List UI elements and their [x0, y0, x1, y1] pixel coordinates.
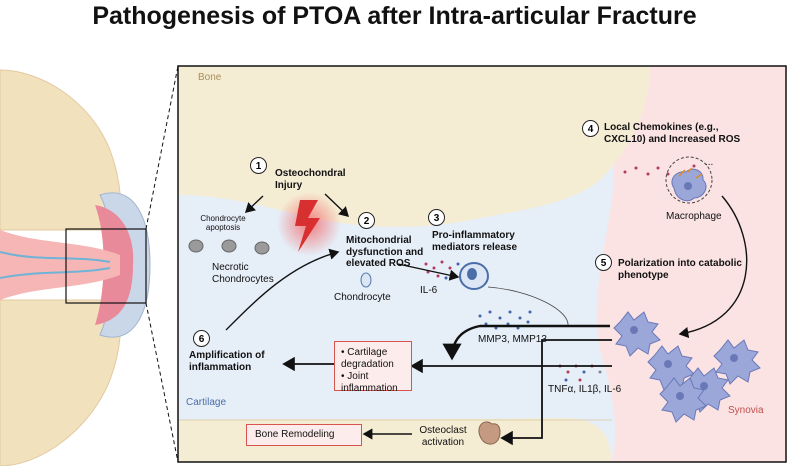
joint-inflammation-item: • Joint inflammation: [341, 371, 398, 394]
knee-joint-illustration: [0, 65, 179, 466]
mmp-particles: [478, 310, 532, 330]
step-5-text: Polarization into catabolic phenotype: [618, 258, 742, 281]
chondrocyte-label: Chondrocyte: [334, 292, 391, 303]
step-3-text: Pro-inflammatory mediators release: [432, 230, 518, 253]
synovia-region-label: Synovia: [728, 405, 764, 416]
step-2-text: Mitochondrial dysfunction and elevated R…: [346, 235, 424, 269]
cartilage-outcomes-box: • Cartilage degradation • Joint inflamma…: [334, 341, 412, 394]
step-6-text: Amplification of inflammation: [189, 350, 265, 373]
necrotic-chondrocyte-icons: [188, 239, 270, 255]
synovial-macrophages: [613, 311, 761, 423]
lightning-icon: [295, 200, 320, 252]
step-4-number: 4: [582, 120, 599, 137]
macrophage-icon: [665, 156, 713, 204]
necrotic-chondrocytes-label: Necrotic Chondrocytes: [212, 262, 274, 285]
macrophage-label: Macrophage: [666, 211, 722, 222]
il6-particles: [424, 260, 460, 280]
ellipsis-label: ...: [705, 157, 714, 168]
chondrocyte-icon: [360, 272, 372, 288]
cartilage-region-label: Cartilage: [186, 397, 227, 408]
step-3-number: 3: [428, 209, 445, 226]
figure-title: Pathogenesis of PTOA after Intra-articul…: [92, 2, 697, 30]
il6-label: IL-6: [420, 285, 438, 296]
step-1-number: 1: [250, 157, 267, 174]
mmp-label: MMP3, MMP13: [478, 334, 547, 345]
osteoclast-activation-label: Osteoclast activation: [419, 425, 467, 448]
step-5-number: 5: [595, 254, 612, 271]
chondrocyte-apoptosis-label: Chondrocyte apoptosis: [200, 214, 246, 233]
step-6-number: 6: [193, 330, 210, 347]
bone-remodeling-box: Bone Remodeling: [246, 424, 362, 446]
cartilage-degradation-item: • Cartilage degradation: [341, 347, 394, 370]
chemokine-particles: [623, 164, 696, 176]
bone-region-label: Bone: [198, 72, 222, 83]
step-4-text: Local Chemokines (e.g., CXCL10) and Incr…: [604, 122, 741, 145]
step-1-text: Osteochondral Injury: [275, 168, 346, 191]
cytokines-label: TNFα, IL1β, IL-6: [548, 384, 622, 395]
step-2-number: 2: [358, 212, 375, 229]
osteoclast-icon: [478, 421, 501, 445]
mediator-cell-icon: [459, 262, 489, 290]
